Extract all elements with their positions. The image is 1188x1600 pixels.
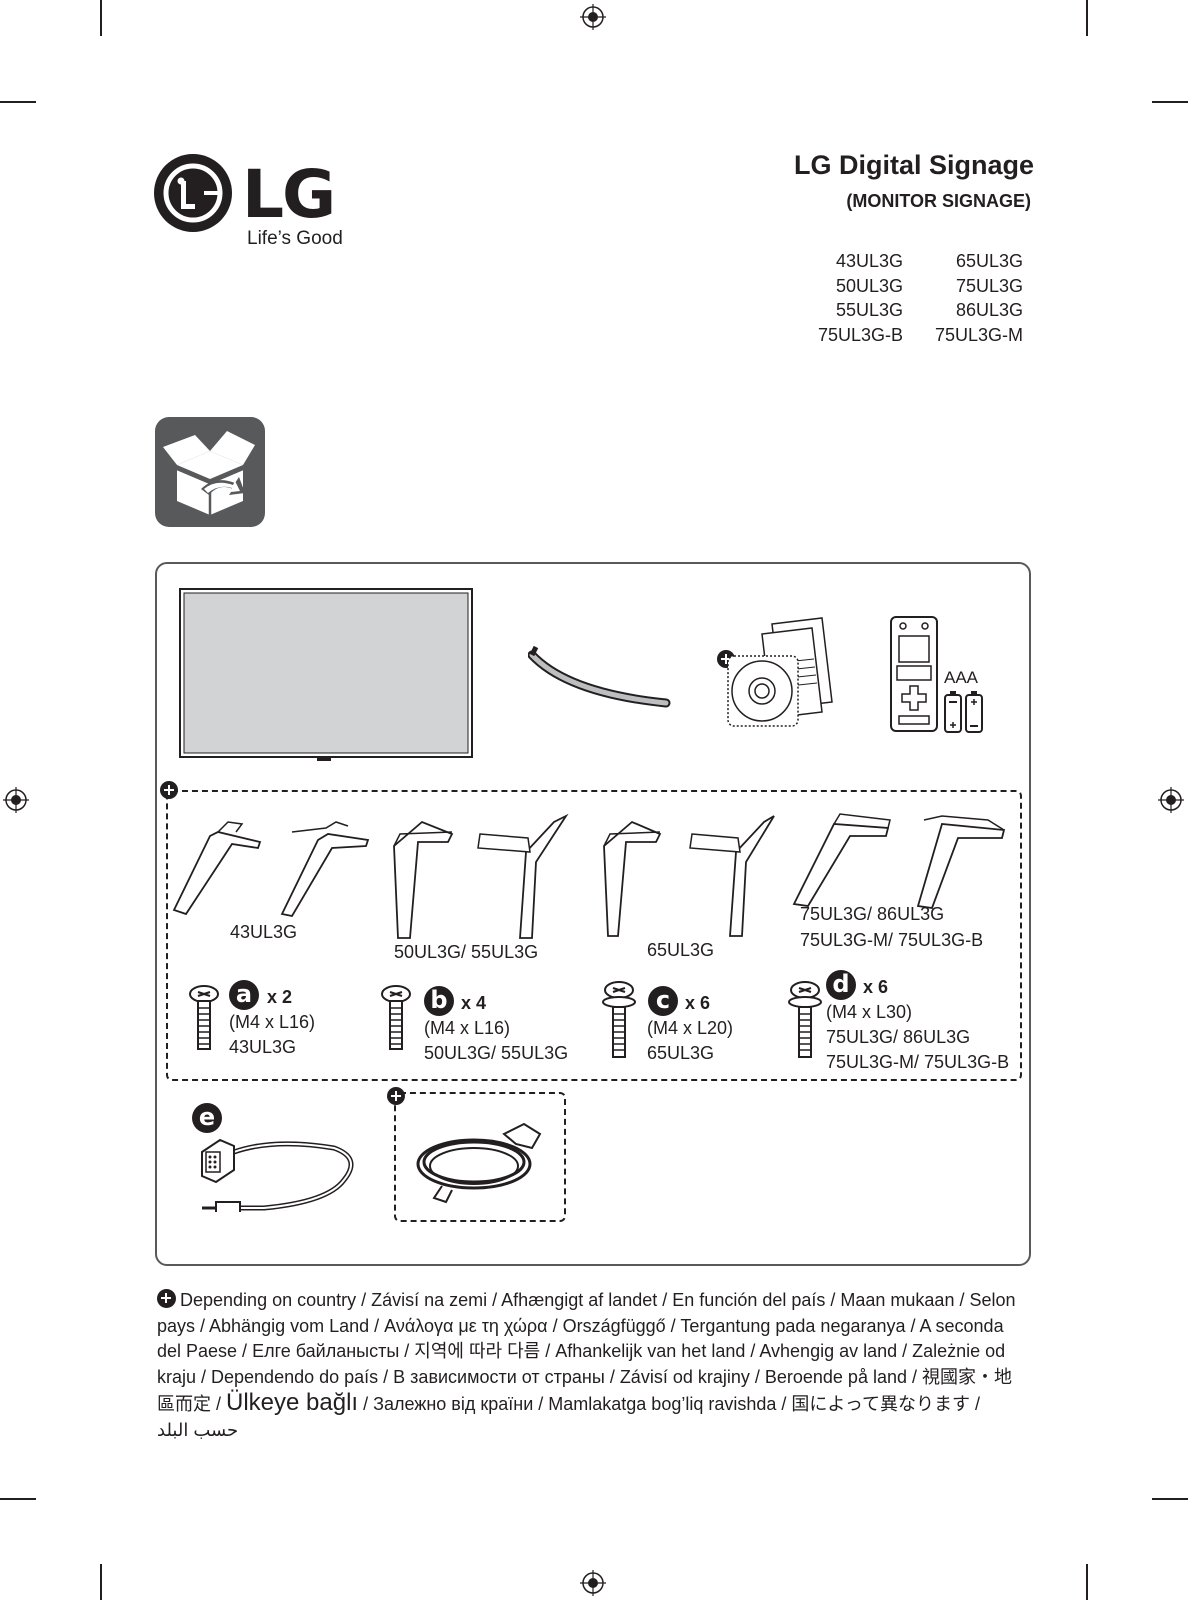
optional-marker-icon [387,1087,405,1105]
part-badge: b [424,986,454,1016]
country-note-text: / 지역에 따라 다름 / Afhankelijk van het land /… [157,1341,1006,1387]
stand-label: 43UL3G [230,922,298,942]
stand-label: 75UL3G-M/ 75UL3G-B [800,930,984,950]
model-list-left: 43UL3G 50UL3G 55UL3G 75UL3G-B [818,249,903,347]
rgb-adapter-cable-illustration [201,1138,354,1212]
optional-marker-icon [160,781,178,799]
stand-legs-43-illustration [172,821,370,918]
crop-mark [0,101,36,103]
crop-mark [1152,1498,1188,1500]
part-badge: d [826,970,856,1000]
stand-label: 75UL3G/ 86UL3G [800,904,945,924]
registration-mark-icon [580,1570,606,1596]
page-title: LG Digital Signage [793,150,1034,180]
country-note-text: Залежно від країни [373,1394,534,1414]
stand-legs-75-86-illustration [792,813,1006,909]
registration-mark-icon [1158,787,1184,813]
package-contents-icon [155,417,265,527]
screw-size: (M4 x L16) [424,1018,511,1038]
screw-models: 50UL3G/ 55UL3G [424,1043,569,1063]
crop-mark [0,1498,36,1500]
screw-models: 75UL3G/ 86UL3G [826,1027,971,1047]
battery-icon [944,691,983,733]
accessories-panel [155,562,1031,1266]
country-note-text: / Mamlakatga bog’liq ravishda / 国によって異なり… [533,1394,980,1414]
model-list-right: 65UL3G 75UL3G 86UL3G 75UL3G-M [935,249,1023,347]
brand-name: LG [242,156,336,233]
country-note-text: В зависимости от страны [393,1366,605,1387]
country-note-text: / [358,1394,374,1414]
optional-marker-icon [157,1289,176,1308]
country-note-text: / Országfüggő / Tergantung pada negarany… [157,1315,1004,1362]
model-name: 75UL3G-B [817,324,903,345]
registration-mark-icon [580,4,606,30]
country-note-text: Ανάλογα με τη χώρα [384,1315,548,1336]
optional-stand-region [166,790,1022,1081]
optional-power-cord-region [394,1092,566,1222]
crop-mark [100,1564,102,1600]
country-note-text: Depending on country / Závisí na zemi / … [157,1290,1016,1336]
crop-mark [100,0,102,36]
stand-label: 65UL3G [647,940,715,960]
screw-models: 65UL3G [647,1043,715,1063]
battery-label: AAA [944,668,979,687]
model-name: 50UL3G [835,275,903,296]
screw-icon [189,985,219,1050]
model-name: 65UL3G [955,251,1023,271]
part-badge: a [229,980,259,1010]
screw-quantity: x 6 [685,993,711,1013]
screw-size: (M4 x L30) [826,1002,913,1022]
page-subtitle: (MONITOR SIGNAGE) [846,191,1031,211]
screw-icon [381,985,411,1050]
screw-icon [602,981,636,1058]
country-note-text: حسب البلد [157,1419,239,1440]
part-badge: c [648,986,678,1016]
power-cord-illustration [416,1122,542,1204]
remote-control-illustration [890,616,938,732]
screw-quantity: x 2 [267,987,293,1007]
stand-legs-65-illustration [603,815,775,937]
cable-holder-illustration [528,645,671,708]
lg-face-icon [154,154,232,232]
screw-icon [788,981,822,1058]
brand-tagline: Life’s Good [247,228,343,249]
country-note-text: Ülkeye bağlı [226,1389,359,1416]
screw-quantity: x 4 [461,993,487,1013]
screw-size: (M4 x L20) [647,1018,734,1038]
country-note-text: Елге байланысты [252,1341,400,1361]
monitor-illustration [179,588,473,761]
country-note-text: / Závisí od krajiny / Beroende på land /… [157,1366,1012,1415]
model-name: 75UL3G-M [934,324,1023,345]
crop-mark [1086,0,1088,36]
screw-quantity: x 6 [863,977,889,997]
crop-mark [1152,101,1188,103]
registration-mark-icon [3,787,29,813]
model-name: 86UL3G [955,300,1023,320]
brand-logo: LG Life’s Good [154,154,354,254]
manual-cd-illustration [727,617,833,727]
part-badge: e [192,1103,222,1133]
model-name: 75UL3G [955,275,1023,296]
crop-mark [1086,1564,1088,1600]
stand-legs-50-55-illustration [393,813,569,939]
model-name: 43UL3G [835,251,903,271]
screw-models: 43UL3G [229,1037,297,1057]
model-name: 55UL3G [835,300,903,320]
screw-size: (M4 x L16) [229,1012,316,1032]
country-note: Depending on country / Závisí na zemi / … [157,1288,1027,1443]
screw-models: 75UL3G-M/ 75UL3G-B [826,1052,1010,1072]
stand-label: 50UL3G/ 55UL3G [394,942,539,962]
